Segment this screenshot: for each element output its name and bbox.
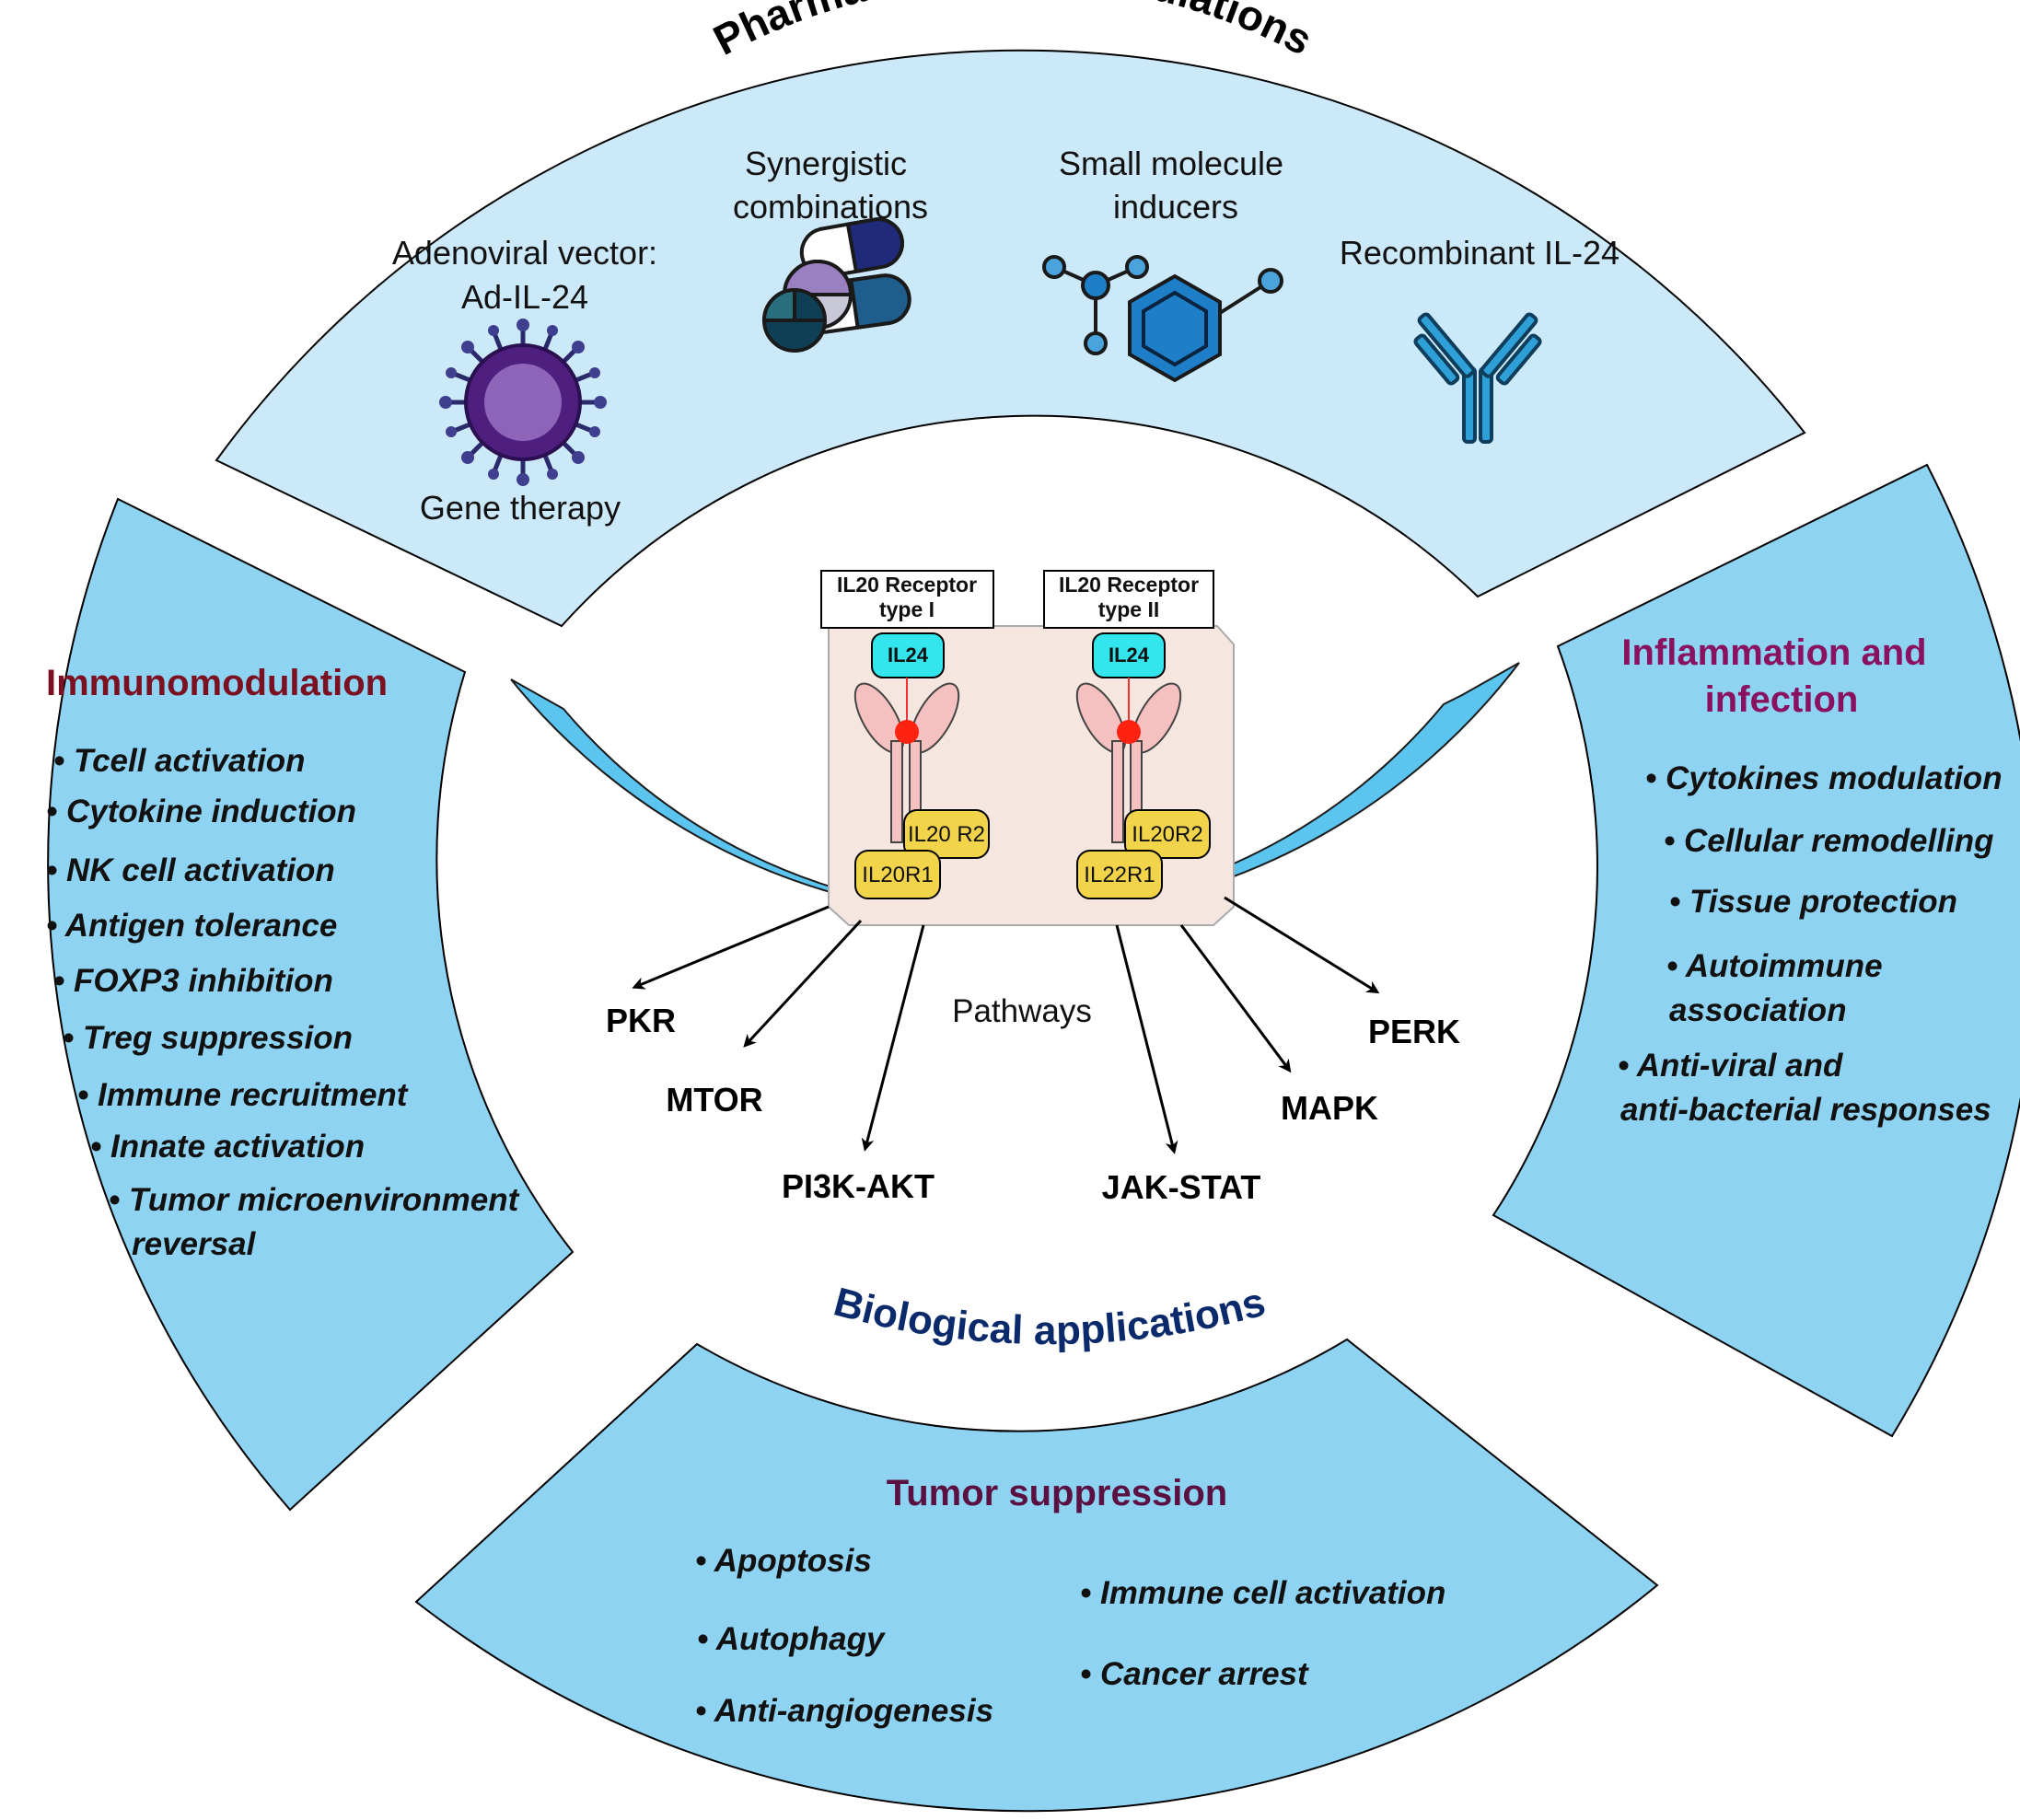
arrow-pi3k-akt xyxy=(861,924,925,1152)
binding-site xyxy=(1117,720,1141,744)
gene-therapy-caption: Gene therapy xyxy=(420,489,621,527)
receptor-panel: IL20 Receptor type I IL24 IL20 R2 IL20R1… xyxy=(820,570,1235,926)
binding-site xyxy=(895,720,919,744)
antibody-icon xyxy=(1413,312,1542,444)
molecule-icon xyxy=(1042,255,1283,383)
immunomodulation-list: • Tcell activation • Cytokine induction … xyxy=(46,743,520,1262)
right-sector xyxy=(1492,463,2020,1438)
arrow-jak-stat xyxy=(1115,924,1178,1154)
pills-icon xyxy=(761,217,911,353)
list-item: • Cellular remodelling xyxy=(1664,823,1993,859)
immunomodulation-title: Immunomodulation xyxy=(46,663,388,703)
subunit-il20r2-type1-label: IL20 R2 xyxy=(908,822,985,847)
virus-icon xyxy=(439,319,607,486)
list-item: • Innate activation xyxy=(90,1129,365,1165)
arrow-mtor xyxy=(743,919,863,1048)
pharmacological-section: Pharmacological modulations Adenoviral v… xyxy=(215,0,1806,628)
receptor-type1-title-1: IL20 Receptor xyxy=(837,573,977,597)
pathway-jak-stat: JAK-STAT xyxy=(1102,1168,1261,1206)
list-item: anti-bacterial responses xyxy=(1620,1092,1991,1128)
pathways-label: Pathways xyxy=(952,993,1092,1029)
inflammation-list: • Cytokines modulation • Cellular remode… xyxy=(1618,760,2003,1128)
list-item: • Treg suppression xyxy=(63,1020,353,1056)
inflammation-title-2: infection xyxy=(1705,679,1859,720)
receptor-type1-box xyxy=(820,570,994,629)
tumor-suppression-title: Tumor suppression xyxy=(887,1473,1227,1513)
list-item: • FOXP3 inhibition xyxy=(53,963,333,999)
list-item: • Tissue protection xyxy=(1669,884,1957,920)
list-item: reversal xyxy=(132,1226,257,1262)
bottom-sector xyxy=(414,1338,1659,1813)
pathway-perk: PERK xyxy=(1368,1013,1460,1050)
arrow-mapk xyxy=(1179,924,1292,1073)
inflammation-title-1: Inflammation and xyxy=(1621,632,1926,673)
list-item: association xyxy=(1669,992,1847,1028)
arrow-perk xyxy=(1224,896,1380,994)
pathway-arrows xyxy=(632,896,1380,1154)
subunit-il22r1-type2 xyxy=(1076,850,1163,899)
immunomodulation-section: Immunomodulation • Tcell activation • Cy… xyxy=(46,497,575,1512)
subunit-il20r1-type1-label: IL20R1 xyxy=(862,863,933,887)
list-item: • Immune cell activation xyxy=(1080,1575,1445,1611)
list-item: • Autophagy xyxy=(697,1621,886,1657)
ligand-il24-type2-label: IL24 xyxy=(1109,643,1150,667)
receptor-type2-chains xyxy=(1075,682,1182,843)
pathway-mtor: MTOR xyxy=(666,1081,762,1119)
list-item: • Cancer arrest xyxy=(1080,1656,1309,1692)
arrow-pkr xyxy=(632,905,830,990)
list-item: • Apoptosis xyxy=(695,1543,872,1579)
synergistic-label-2: combinations xyxy=(733,188,928,226)
receptor-type2-title-2: type II xyxy=(1098,597,1159,621)
small-molecule-label-1: Small molecule xyxy=(1059,145,1283,182)
subunit-il20r2-type2-label: IL20R2 xyxy=(1132,822,1202,847)
subunit-il22r1-type2-label: IL22R1 xyxy=(1084,863,1155,887)
subunit-il20r1-type1 xyxy=(854,850,941,899)
adenoviral-label-1: Adenoviral vector: xyxy=(392,234,657,272)
list-item: • Cytokines modulation xyxy=(1645,760,2003,796)
recombinant-label: Recombinant IL-24 xyxy=(1340,234,1619,272)
receptor-type1-title-2: type I xyxy=(879,597,935,621)
list-item: • Anti-angiogenesis xyxy=(695,1693,993,1729)
small-molecule-label-2: inducers xyxy=(1113,188,1238,226)
list-item: • Tcell activation xyxy=(53,743,306,779)
list-item: • Autoimmune xyxy=(1666,948,1883,984)
list-item: • Anti-viral and xyxy=(1618,1048,1843,1084)
list-item: • Antigen tolerance xyxy=(46,908,337,944)
biological-applications-label: Biological applications xyxy=(830,1280,1271,1354)
receptor-type2-title-1: IL20 Receptor xyxy=(1059,573,1199,597)
ligand-il24-type1-label: IL24 xyxy=(888,643,929,667)
inflammation-section: Inflammation and infection • Cytokines m… xyxy=(1492,463,2020,1438)
list-item: • Immune recruitment xyxy=(77,1077,409,1113)
pathway-pi3k-akt: PI3K-AKT xyxy=(782,1167,935,1205)
synergistic-label-1: Synergistic xyxy=(745,145,907,182)
pathway-mapk: MAPK xyxy=(1281,1089,1378,1127)
receptor-type2-box xyxy=(1043,570,1214,629)
subunit-il20r2-type2 xyxy=(1124,809,1211,859)
left-sector xyxy=(47,497,575,1512)
list-item: • Tumor microenvironment xyxy=(109,1182,520,1218)
pathway-pkr: PKR xyxy=(606,1002,676,1039)
list-item: • NK cell activation xyxy=(46,852,335,888)
list-item: • Cytokine induction xyxy=(46,794,356,829)
top-sector xyxy=(215,49,1806,628)
adenoviral-label-2: Ad-IL-24 xyxy=(461,278,588,316)
tumor-suppression-section: Tumor suppression • Apoptosis • Autophag… xyxy=(414,1338,1659,1813)
subunit-il20r2-type1 xyxy=(903,809,990,859)
